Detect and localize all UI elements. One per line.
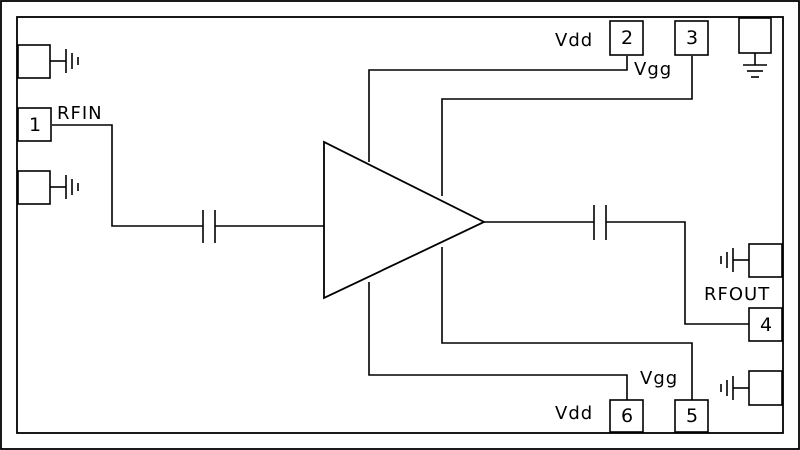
ground-icon (50, 49, 79, 73)
vdd-top-wire (368, 56, 628, 162)
pin-5-pad: 5 (674, 399, 709, 433)
vdd-bottom-label: Vdd (555, 403, 593, 424)
vgg-bottom-label: Vgg (640, 368, 678, 389)
ground-pad-left-bottom (17, 170, 79, 205)
pin-4-pad: 4 (748, 307, 783, 342)
ground-pad-top-right (738, 17, 772, 78)
pin-4-label: 4 (760, 314, 772, 336)
pin-3-pad: 3 (674, 20, 709, 56)
amplifier-triangle (323, 140, 487, 300)
ground-pad-left-top (17, 44, 79, 79)
output-capacitor (593, 205, 607, 240)
ground-pad-right-middle (720, 243, 783, 278)
input-capacitor (202, 210, 216, 243)
rfin-label: RFIN (57, 103, 103, 124)
pin-3-label: 3 (686, 27, 698, 49)
rfout-wire-2 (606, 221, 749, 325)
pin-5-label: 5 (686, 405, 698, 427)
rfout-label: RFOUT (704, 284, 770, 305)
vgg-top-wire (441, 56, 693, 196)
vgg-bottom-wire (441, 247, 693, 400)
ground-icon (720, 376, 749, 400)
ground-icon (720, 248, 749, 272)
vdd-top-label: Vdd (555, 30, 593, 51)
ground-icon (50, 175, 79, 199)
inner-border (16, 16, 784, 434)
pin-6-pad: 6 (609, 399, 644, 433)
ground-pad-right-bottom (720, 370, 783, 406)
rfin-wire (52, 124, 203, 227)
pin-1-label: 1 (29, 114, 41, 136)
pin-1-pad: 1 (17, 107, 52, 142)
ground-icon (743, 53, 767, 78)
pin-6-label: 6 (621, 405, 633, 427)
pin-2-pad: 2 (609, 20, 644, 56)
vgg-top-label: Vgg (634, 59, 672, 80)
pin-2-label: 2 (621, 27, 633, 49)
vdd-bottom-wire (368, 282, 628, 400)
